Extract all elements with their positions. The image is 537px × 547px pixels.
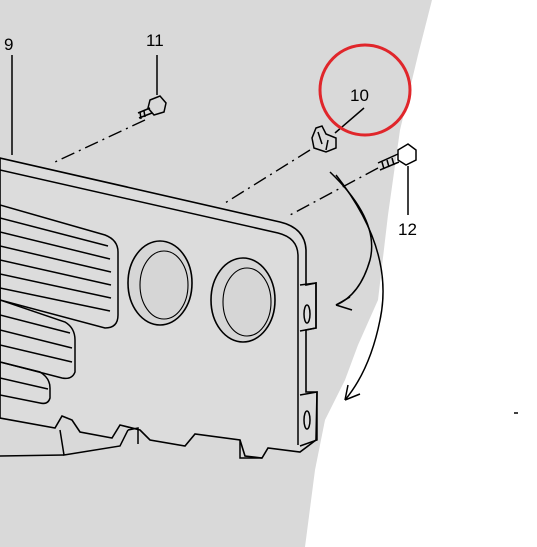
callout-10: 10 [350, 86, 369, 105]
gauge-opening-left [127, 240, 193, 326]
callout-9: 9 [4, 35, 13, 54]
highlight-circle [318, 43, 412, 137]
clip-10 [311, 125, 337, 153]
direction-arrows [329, 171, 384, 401]
callout-12: 12 [398, 220, 417, 239]
gauge-opening-right [210, 257, 276, 343]
vent-slats [0, 204, 119, 405]
callout-11: 11 [146, 31, 164, 50]
gauge-openings [127, 240, 276, 343]
screw-12 [377, 143, 417, 171]
screw-11 [137, 95, 167, 120]
